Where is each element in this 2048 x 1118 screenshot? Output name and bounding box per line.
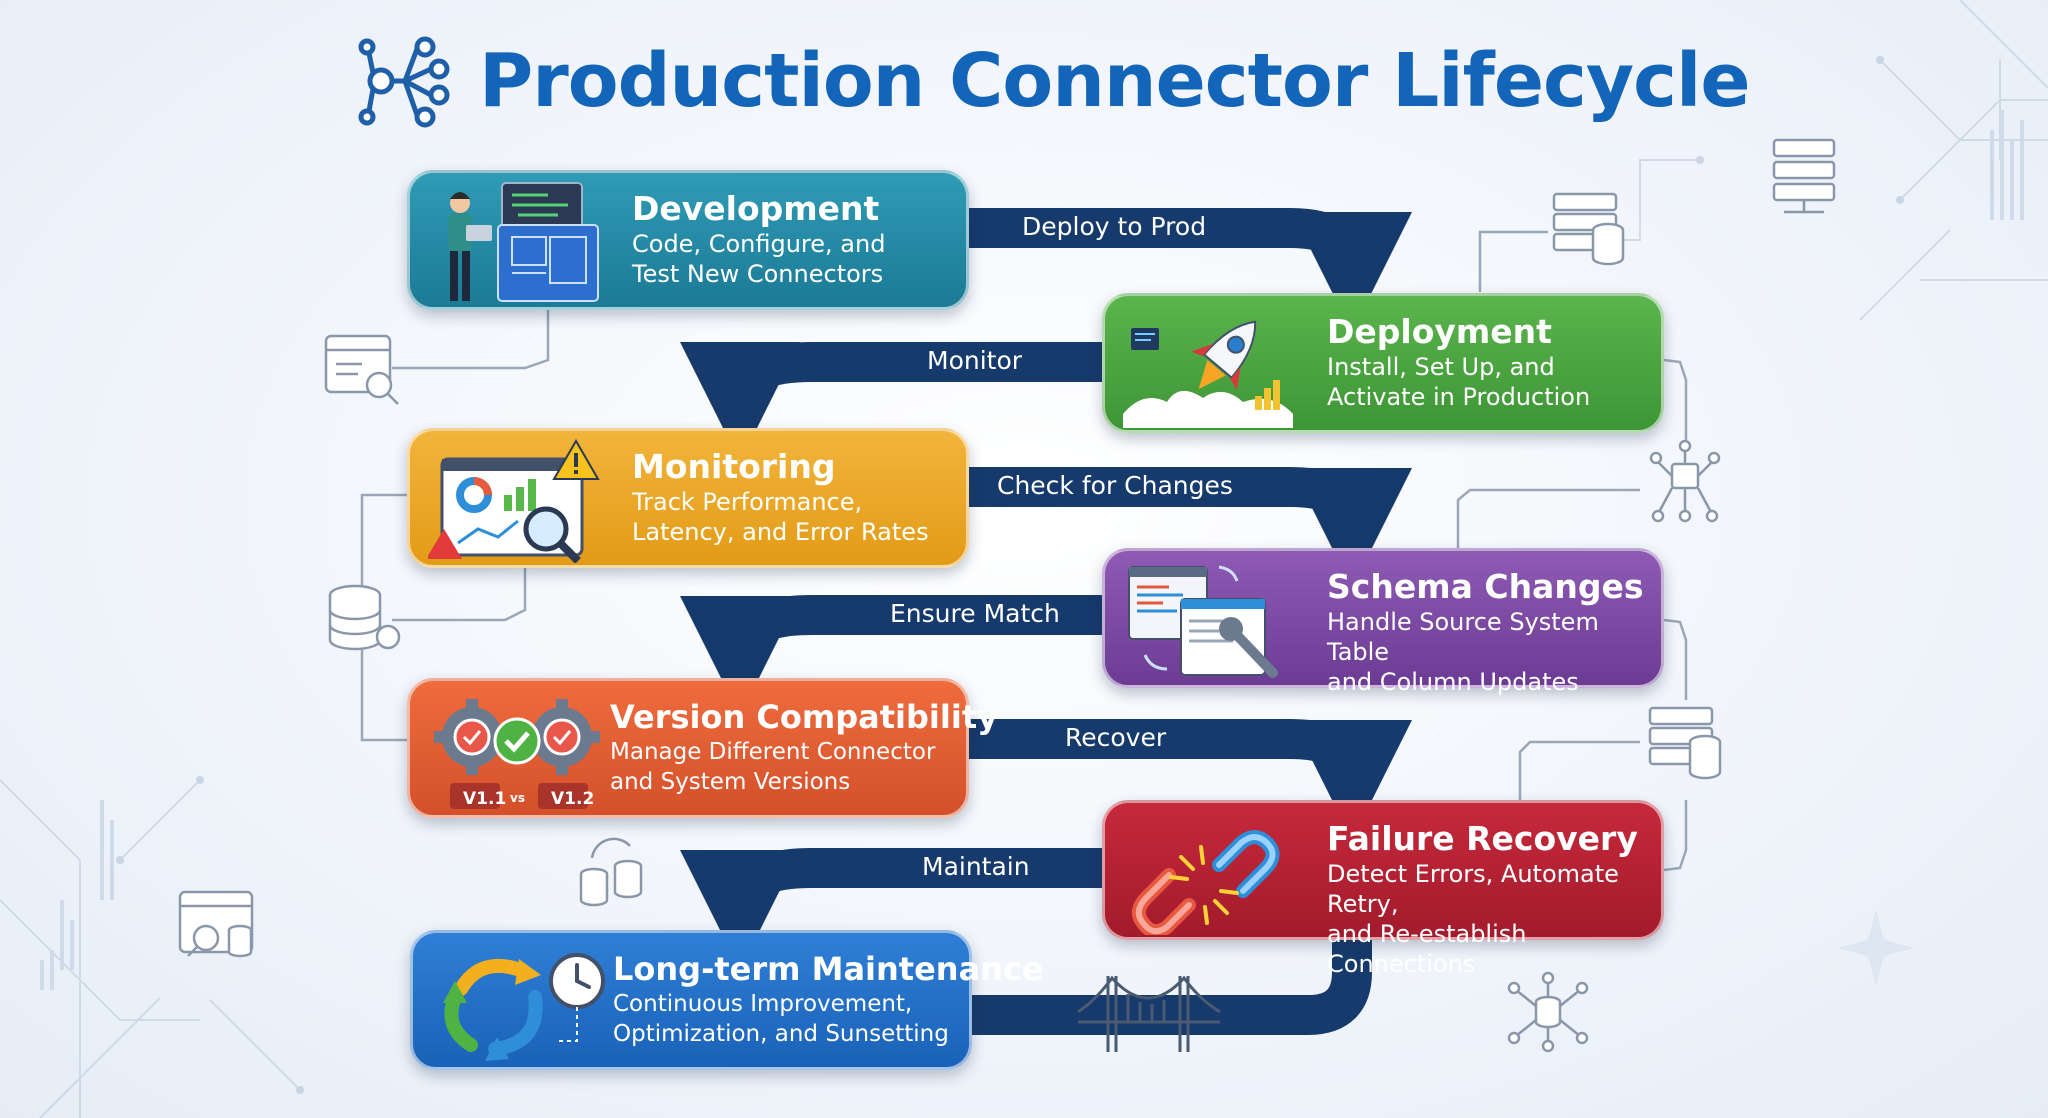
arrow-label-recover: Recover [1065,723,1167,752]
version-badge-old: V1.1 [463,789,507,809]
stage-title: Version Compatibility [610,698,998,736]
arrow-label-ensure: Ensure Match [890,599,1060,628]
stage-title: Schema Changes [1327,567,1644,606]
stage-title: Long-term Maintenance [613,950,1044,988]
stage-description: Continuous Improvement,Optimization, and… [613,991,949,1047]
rocket-launch-icon [1123,320,1293,428]
arrow-label-deploy: Deploy to Prod [1022,212,1207,241]
stage-card-failure-recovery: Failure Recovery Detect Errors, Automate… [1102,800,1664,978]
arrow-label-maintain: Maintain [922,852,1030,881]
network-nodes-icon [358,36,450,127]
stage-card-long-term-maintenance: Long-term Maintenance Continuous Improve… [410,930,1044,1070]
stage-title: Monitoring [632,447,836,486]
arrow-label-check: Check for Changes [997,471,1233,500]
page-title: Production Connector Lifecycle [479,37,1751,124]
schema-wrench-icon [1128,565,1278,678]
stage-title: Development [632,189,880,228]
versus-label: vs [510,791,525,805]
stage-card-schema-changes: Schema Changes Handle Source System Tabl… [1102,548,1664,696]
header: Production Connector Lifecycle [355,28,1751,133]
stage-description: Track Performance,Latency, and Error Rat… [632,488,929,546]
gears-check-icon [434,699,600,809]
cycle-clock-icon [443,953,605,1061]
stage-card-version-compatibility: V1.1 vs V1.2 Version Compatibility Manag… [407,678,998,818]
arrow-label-monitor: Monitor [927,346,1023,375]
dashboard-alert-icon [428,439,600,563]
stage-title: Deployment [1327,312,1552,351]
bridge-icon [1077,975,1221,1052]
stage-card-monitoring: Monitoring Track Performance,Latency, an… [407,428,969,568]
developer-blueprint-icon [448,182,599,302]
stage-description: Detect Errors, Automate Retry,and Re-est… [1327,860,1619,978]
stage-title: Failure Recovery [1327,819,1638,858]
broken-chain-icon [1131,830,1280,935]
version-badge-new: V1.2 [551,789,595,809]
